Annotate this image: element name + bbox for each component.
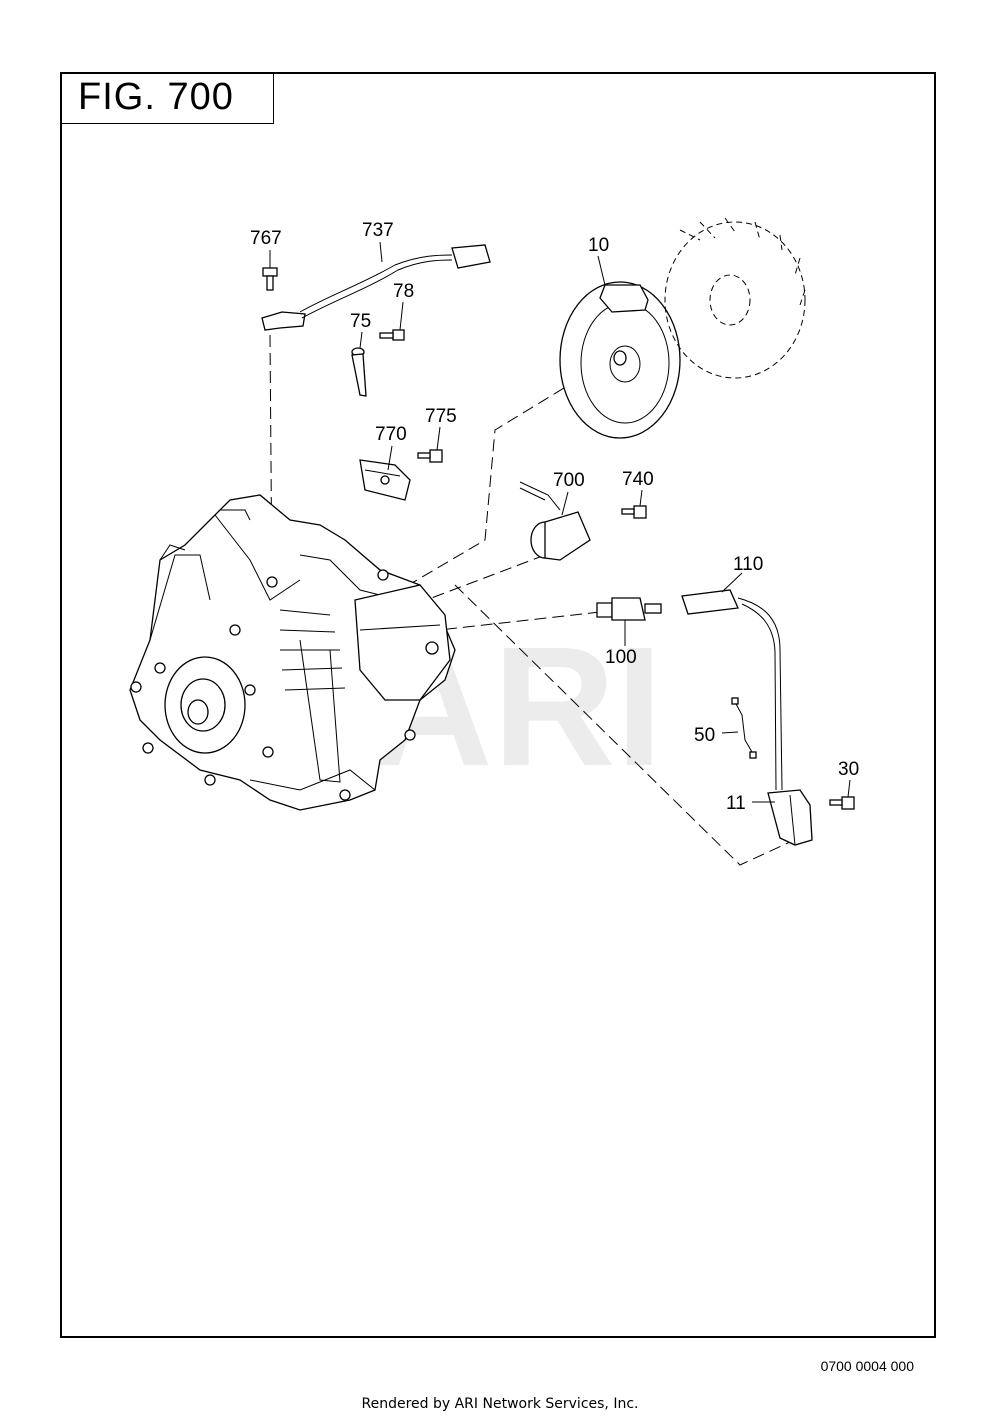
- part-100-spark-plug: [596, 597, 662, 621]
- footer-credit: Rendered by ARI Network Services, Inc.: [361, 1396, 639, 1412]
- callout-75: 75: [350, 311, 371, 332]
- leader-lines: [269, 241, 851, 803]
- figure-label-box: FIG. 700: [60, 72, 274, 124]
- callout-10: 10: [588, 235, 609, 256]
- part-78-bolt: [379, 329, 405, 341]
- callout-110: 110: [733, 554, 763, 575]
- part-740-bolt: [621, 505, 647, 519]
- part-75-band: [351, 347, 367, 397]
- callout-700: 700: [553, 470, 585, 491]
- figure-title: FIG. 700: [78, 76, 234, 118]
- engine-block: [129, 494, 456, 811]
- callout-770: 770: [375, 424, 407, 445]
- part-10-flywheel: [559, 281, 681, 439]
- part-700-starter: [519, 481, 591, 561]
- part-737-lead-wire: [261, 244, 491, 331]
- part-50-wire: [731, 697, 757, 759]
- callout-11: 11: [726, 793, 746, 814]
- callout-775: 775: [425, 406, 457, 427]
- callout-78: 78: [393, 281, 414, 302]
- part-775-bolt: [417, 449, 443, 463]
- cooling-fan-dashed: [664, 217, 806, 379]
- part-770-bracket: [359, 459, 411, 501]
- callout-30: 30: [838, 759, 859, 780]
- part-30-bolt: [829, 796, 855, 810]
- drawing-code: 0700 0004 000: [820, 1358, 914, 1374]
- diagram-frame: [60, 72, 936, 1338]
- callout-737: 737: [362, 220, 394, 241]
- part-110-plug-cap: [681, 589, 783, 791]
- part-11-ignition-coil: [767, 789, 813, 846]
- callout-740: 740: [622, 469, 654, 490]
- callout-767: 767: [250, 228, 282, 249]
- part-767-screw: [262, 267, 278, 291]
- callouts: 767 737 78 75 10 770 775 700 740 110 100…: [250, 220, 859, 814]
- callout-50: 50: [694, 725, 715, 746]
- callout-100: 100: [605, 647, 637, 668]
